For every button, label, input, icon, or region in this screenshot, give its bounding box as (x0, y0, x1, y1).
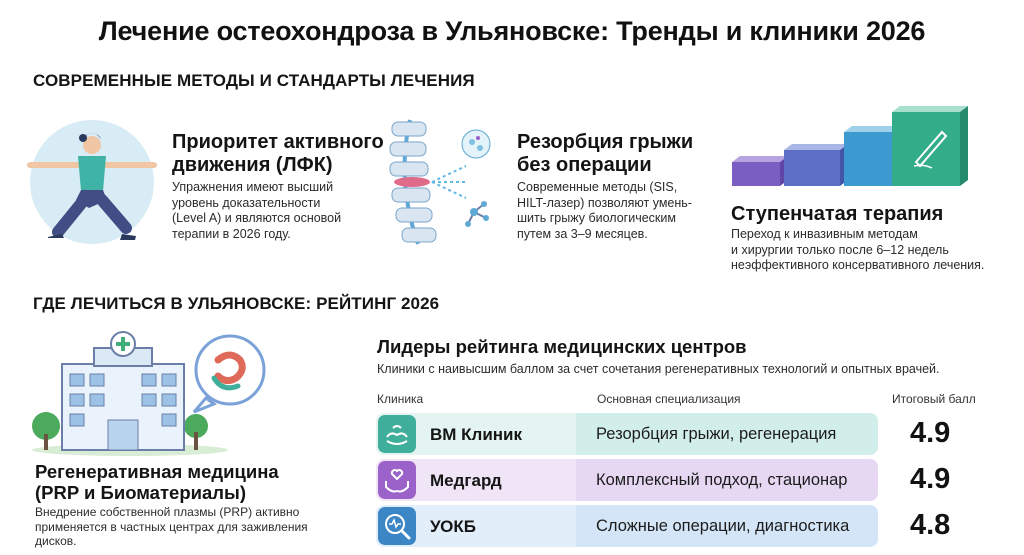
method-stepped-title: Ступенчатая терапия (731, 203, 944, 225)
regen-title-line1: Регенеративная медицина (35, 461, 279, 482)
method-resorption-desc: шить грыжу биологическим (517, 211, 676, 225)
method-resorption-title-line1: Резорбция грыжи (517, 131, 694, 153)
clinic-score: 4.9 (910, 463, 951, 495)
clinic-score: 4.8 (910, 509, 951, 541)
table-row[interactable]: УОКБ Сложные операции, диагностика (376, 505, 878, 547)
method-lfk-desc: Упражнения имеют высший (172, 180, 334, 194)
page-title: Лечение остеохондроза в Ульяновске: Трен… (98, 16, 926, 46)
regen-desc: применяется в частных центрах для заживл… (35, 519, 308, 534)
clinic-name: УОКБ (430, 517, 476, 536)
method-lfk-title-line1: Приоритет активного (172, 131, 384, 153)
method-stepped-desc: неэффективного консервативного лечения. (731, 258, 985, 272)
method-lfk-title-line2: движения (ЛФК) (172, 154, 333, 176)
method-resorption-desc: Современные методы (SIS, (517, 180, 678, 194)
clinic-specialization: Резорбция грыжи, регенерация (596, 425, 837, 443)
regen-desc: Внедрение собственной плазмы (PRP) актив… (35, 505, 300, 519)
method-resorption-title-line2: без операции (517, 154, 652, 176)
leaders-subtitle: Клиники с наивысшим баллом за счет сочет… (377, 362, 940, 376)
method-lfk-desc: (Level A) и являются основой (172, 211, 342, 225)
col-header-specialization: Основная специализация (597, 392, 741, 406)
leaders-heading: Лидеры рейтинга медицинских центров (377, 336, 747, 357)
where-section-heading: ГДЕ ЛЕЧИТЬСЯ В УЛЬЯНОВСКЕ: РЕЙТИНГ 2026 (33, 294, 440, 313)
regen-desc: дисков. (35, 534, 77, 548)
method-resorption-desc: путем за 3–9 месяцев. (517, 226, 648, 241)
stair-steps-illustration (728, 104, 976, 192)
clinic-specialization: Комплексный подход, стационар (596, 471, 848, 489)
clinic-specialization: Сложные операции, диагностика (596, 517, 850, 535)
methods-section-heading: СОВРЕМЕННЫЕ МЕТОДЫ И СТАНДАРТЫ ЛЕЧЕНИЯ (33, 71, 475, 90)
clinic-score: 4.9 (910, 417, 951, 449)
col-header-score: Итоговый балл (892, 392, 976, 406)
table-row[interactable]: Медгард Комплексный подход, стационар (376, 459, 878, 501)
col-header-clinic: Клиника (377, 392, 424, 406)
spine-laser-illustration (374, 112, 506, 252)
clinic-name: ВМ Клиник (430, 425, 523, 444)
method-stepped-desc: Переход к инвазивным методам (731, 227, 918, 241)
method-lfk-desc: уровень доказательности (172, 195, 321, 210)
diagnostics-icon (378, 507, 416, 545)
method-lfk-desc: терапии в 2026 году. (172, 226, 291, 241)
exercise-woman-illustration (22, 112, 162, 252)
hospital-illustration (30, 330, 270, 456)
regen-title-line2: (PRP и Биоматериалы) (35, 482, 246, 503)
method-resorption-desc: HILT-лазер) позволяют умень- (517, 195, 692, 210)
hands-care-icon (378, 415, 416, 453)
clinic-name: Медгард (430, 471, 502, 490)
heart-hands-icon (378, 461, 416, 499)
method-stepped-desc: и хирургии только после 6–12 недель (731, 242, 949, 257)
table-row[interactable]: ВМ Клиник Резорбция грыжи, регенерация (376, 413, 878, 455)
